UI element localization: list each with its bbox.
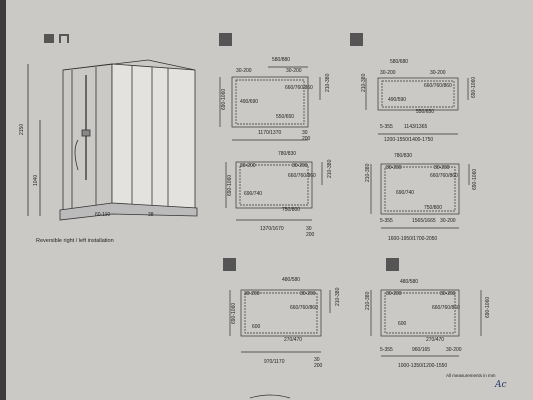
p5-right-gap: 30-200 [300, 291, 316, 297]
label-mixer-height: 1040 [33, 174, 39, 186]
p6-depth: 690-1060 [485, 296, 491, 318]
p4-side-depth: 210-380 [365, 163, 371, 182]
p6-right-offset: 30-200 [446, 347, 462, 353]
p1-offset-200: 200 [302, 136, 311, 142]
p5-offset-200: 200 [314, 363, 323, 369]
p2-panel: 660/760/860 [424, 83, 452, 89]
p1-right-gap: 30-200 [286, 68, 302, 74]
p4-opening: 750/800 [424, 205, 443, 211]
p5-door: 600 [252, 324, 261, 330]
p4-top-width: 780/830 [394, 153, 413, 159]
p3-left-gap: 30-200 [240, 163, 256, 169]
view-icons [219, 33, 399, 271]
p6-bottom-gap: 5-355 [380, 347, 393, 353]
p2-middle: 1143/1365 [404, 124, 428, 130]
p2-depth: 690-1060 [471, 76, 477, 98]
handwritten-mark [249, 394, 291, 399]
handwritten-note: Ac [495, 380, 507, 390]
p6-side-depth: 210-380 [365, 291, 371, 310]
p1-total-width: 1170/1370 [258, 130, 282, 136]
p5-depth: 690-1060 [231, 302, 237, 324]
p6-panel: 660/760/860 [432, 305, 460, 311]
p6-middle: 960/165 [412, 347, 431, 353]
p5-offset-30: 30 [314, 357, 320, 363]
label-base-height: 38 [148, 212, 154, 218]
p3-top-width: 780/830 [278, 151, 297, 157]
p6-right-gap: 30-200 [440, 291, 456, 297]
p4-panel: 660/760/860 [430, 173, 458, 179]
p3-opening: 750/800 [282, 207, 301, 213]
p3-panel: 660/760/860 [288, 173, 316, 179]
installation-caption: Reversible right / left installation [36, 238, 114, 244]
p3-total-width: 1370/1670 [260, 226, 284, 232]
p4-bottom-gap: 5-355 [380, 218, 393, 224]
p4-door: 690/740 [396, 190, 415, 196]
p3-offset-200: 200 [306, 232, 315, 238]
p6-top-width: 480/580 [400, 279, 419, 285]
p5-left-gap: 30-200 [244, 291, 260, 297]
p1-depth: 690-1060 [221, 88, 227, 110]
p5-side-depth: 210-380 [335, 287, 341, 306]
p1-opening: 550/650 [276, 114, 295, 120]
p1-door: 490/690 [240, 99, 259, 105]
p5-total-width: 970/1170 [264, 359, 285, 365]
p6-opening: 270/470 [426, 337, 445, 343]
p1-left-gap: 30-200 [236, 68, 252, 74]
p2-left-gap: 30-200 [380, 70, 396, 76]
label-base-depth: 60-110 [95, 212, 111, 218]
p1-side-depth: 210-380 [325, 73, 331, 92]
p2-total-width: 1200-1550/1400-1750 [384, 137, 434, 143]
p4-left-gap: 30-200 [386, 165, 402, 171]
p3-right-gap: 30-200 [292, 163, 308, 169]
measurement-footnote: All measurements in mm [446, 373, 496, 378]
p1-top-width: 580/880 [272, 57, 291, 63]
p3-door: 690/740 [244, 191, 263, 197]
p5-panel: 660/760/860 [290, 305, 318, 311]
p6-total-width: 1000-1350/1200-1550 [398, 363, 448, 369]
p2-bottom-gap: 5-355 [380, 124, 393, 130]
p4-depth: 690-1060 [472, 168, 478, 190]
p3-side-depth: 210-380 [327, 159, 333, 178]
p4-right-gap: 30-200 [434, 165, 450, 171]
p3-depth: 690-1060 [227, 174, 233, 196]
p2-door: 490/590 [388, 97, 407, 103]
p4-middle: 1565/1665 [412, 218, 436, 224]
p2-right-gap: 30-200 [430, 70, 446, 76]
p5-top-width: 480/580 [282, 277, 301, 283]
product-icons [44, 34, 69, 43]
p2-top-width: 580/680 [390, 59, 409, 65]
p5-opening: 270/470 [284, 337, 303, 343]
p6-left-gap: 30-200 [386, 291, 402, 297]
p2-side-depth: 210-380 [361, 73, 367, 92]
shower-perspective-drawing [27, 59, 198, 221]
p3-offset-30: 30 [306, 226, 312, 232]
p4-total-width: 1600-1950/1700-2050 [388, 236, 438, 242]
p2-opening: 550/650 [416, 109, 435, 115]
label-total-height: 2150 [19, 123, 25, 135]
p6-door: 600 [398, 321, 407, 327]
p4-right-offset: 30-200 [440, 218, 456, 224]
p1-offset-30: 30 [302, 130, 308, 136]
plan-drawings [219, 66, 482, 357]
p1-panel: 660/760/860 [285, 85, 313, 91]
